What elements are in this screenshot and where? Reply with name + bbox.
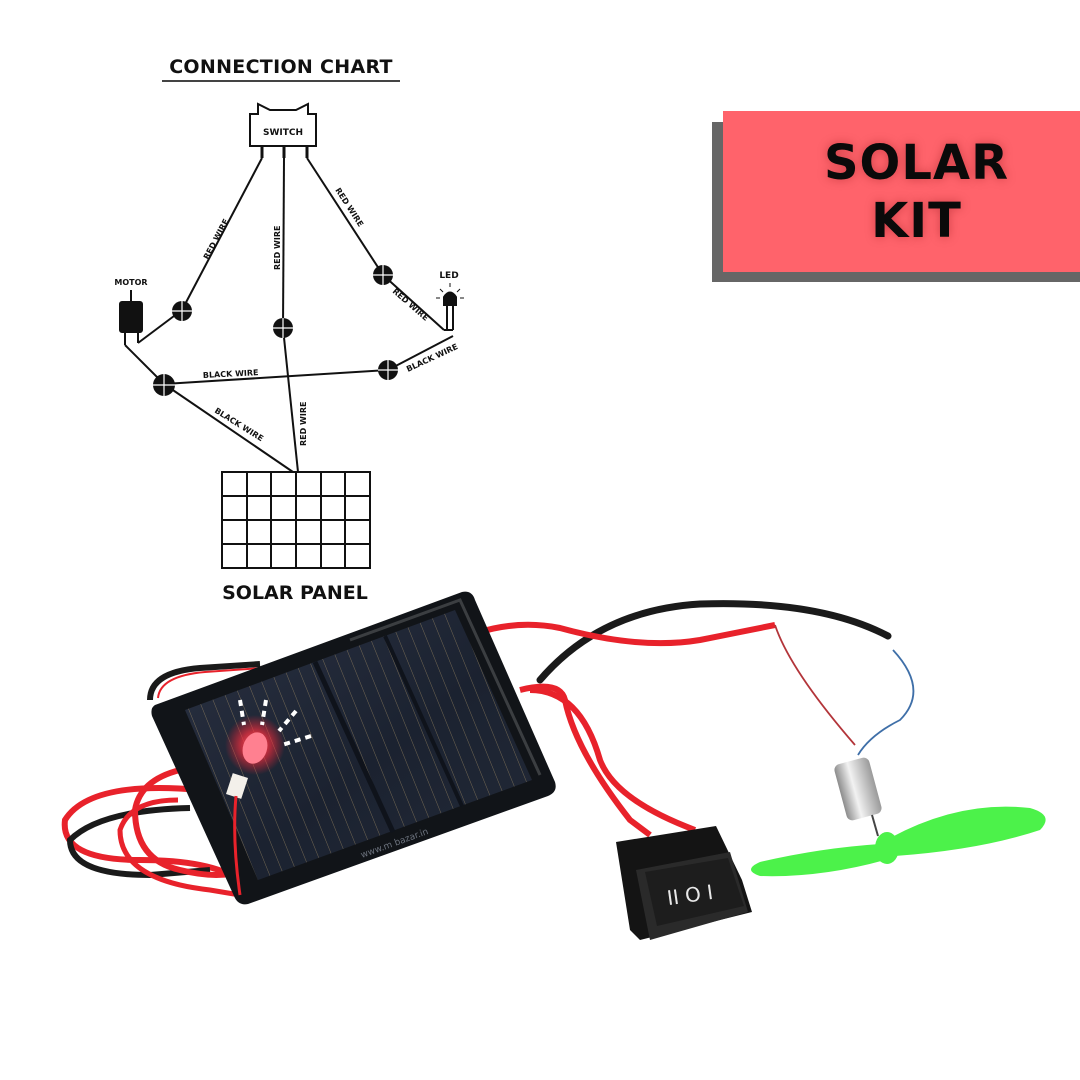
chart-title: CONNECTION CHART [162, 56, 400, 82]
led-photo [225, 699, 312, 896]
wire-label: BLACK WIRE [213, 406, 265, 443]
connection-diagram [119, 102, 464, 569]
motor-photo [834, 757, 882, 837]
wire-switch-panel [282, 157, 285, 329]
badge-line-2: KIT [871, 192, 962, 249]
wire-black-cross [163, 369, 389, 385]
motor-icon [119, 290, 143, 333]
solar-panel-photo: www.m bazar.in [151, 591, 556, 905]
junction-dots [153, 265, 398, 396]
solar-panel-grid-icon [221, 471, 371, 569]
wire-switch-motor [181, 157, 263, 311]
motor-label: MOTOR [114, 278, 147, 287]
red-wire-loop [61, 785, 242, 883]
wire-label: RED WIRE [273, 226, 282, 270]
led-icon [436, 283, 464, 306]
wire-label: RED WIRE [391, 287, 430, 323]
product-photo: www.m bazar.in II O I [61, 591, 1046, 940]
red-wire [479, 621, 776, 647]
wire-label: RED WIRE [202, 217, 231, 261]
solar-kit-badge: SOLAR KIT [723, 111, 1080, 272]
wire-label: BLACK WIRE [203, 368, 259, 380]
solar-panel-caption: SOLAR PANEL [222, 582, 368, 604]
propeller-photo [751, 806, 1046, 877]
switch-label: SWITCH [263, 128, 303, 138]
badge-line-1: SOLAR [823, 134, 1010, 191]
wire-black-panel [163, 383, 294, 473]
wire-switch-led [306, 157, 384, 276]
black-wire [147, 661, 261, 701]
rocker-switch-photo: II O I [616, 826, 752, 940]
wire-red-panel [282, 327, 299, 473]
black-wire-loop [66, 805, 211, 879]
led-label: LED [439, 271, 458, 281]
black-wire [536, 600, 892, 684]
switch-icon [249, 102, 317, 158]
red-wire [519, 683, 652, 838]
diagram-labels: SWITCH MOTOR LED RED WIRE RED WIRE RED W… [114, 128, 459, 446]
wire-label: RED WIRE [299, 402, 308, 446]
